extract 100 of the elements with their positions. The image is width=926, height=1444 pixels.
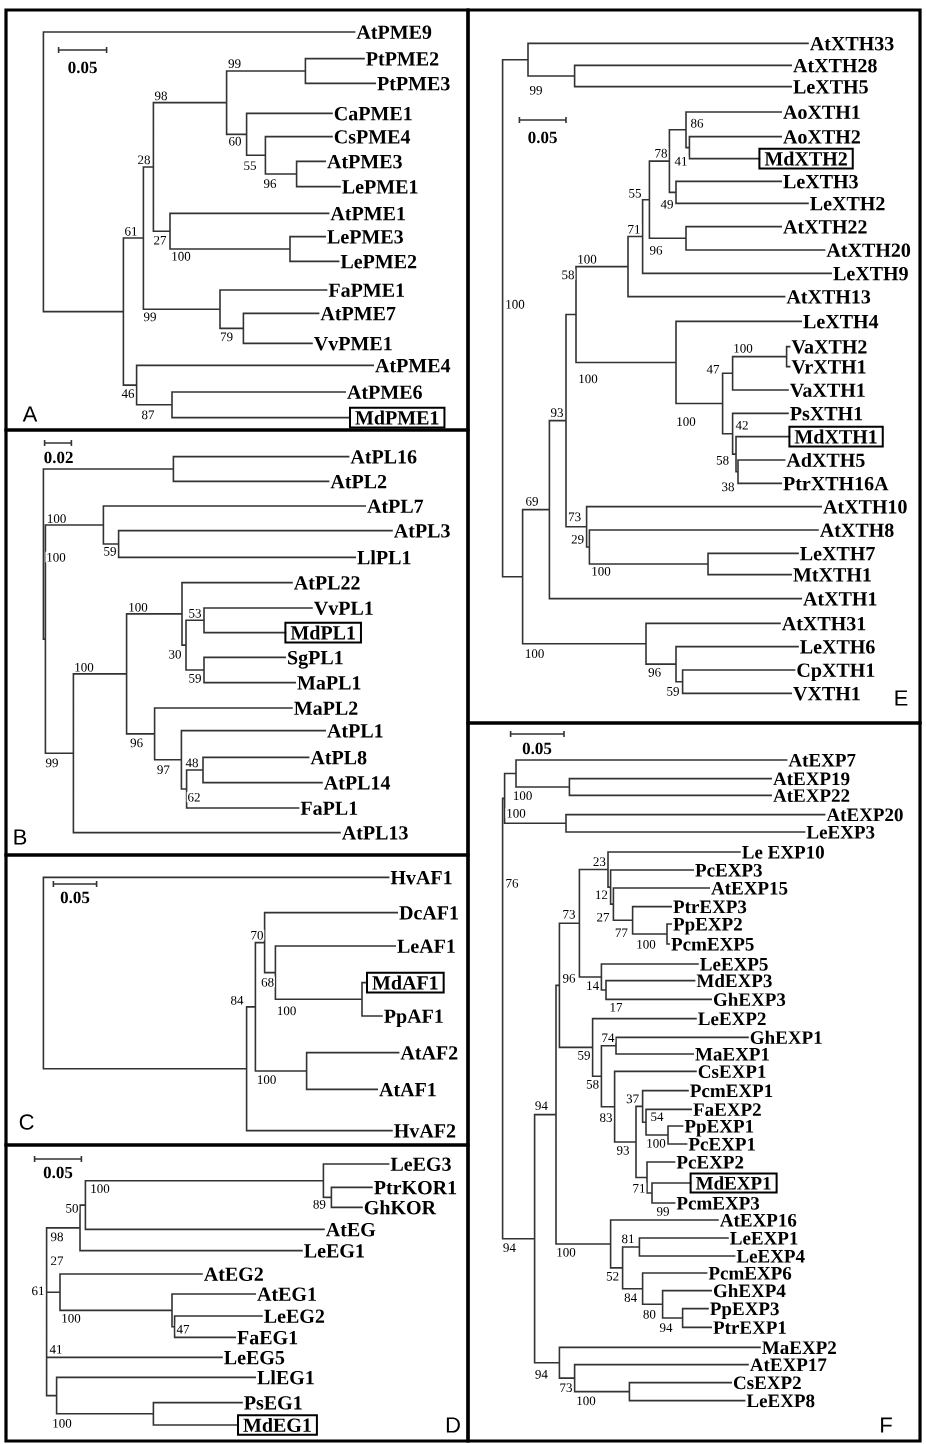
leaf-label: AtXTH33 bbox=[810, 36, 894, 51]
leaf-label: FaEG1 bbox=[237, 1331, 298, 1345]
leaf-label: GhEXP4 bbox=[713, 1283, 786, 1298]
leaf-label: LeEG5 bbox=[224, 1351, 285, 1365]
leaf-label: PtPME3 bbox=[377, 76, 450, 91]
leaf-label: FaPME1 bbox=[328, 283, 405, 297]
leaf-label: CaPME1 bbox=[334, 106, 412, 121]
leaf-label: LeEXP3 bbox=[806, 825, 875, 839]
leaf-label: LeXTH2 bbox=[810, 196, 885, 211]
leaf-label: AtEG bbox=[326, 1223, 376, 1237]
leaf-label: PcmEXP6 bbox=[708, 1266, 792, 1280]
leaf-label: CpXTH1 bbox=[797, 663, 875, 682]
outlined-label: MdEG1 bbox=[237, 1414, 318, 1436]
leaf-label: MaPL1 bbox=[297, 676, 361, 690]
leaf-label: DcAF1 bbox=[399, 906, 458, 920]
leaf-label: LeXTH9 bbox=[833, 266, 908, 281]
leaf-label: AtXTH28 bbox=[793, 58, 877, 73]
leaf-label: AtXTH1 bbox=[803, 592, 877, 606]
scale-label: 0.05 bbox=[43, 1166, 73, 1179]
outlined-label: MdXTH2 bbox=[758, 147, 854, 170]
leaf-label: LeXTH7 bbox=[800, 547, 875, 561]
leaf-label: AtPL3 bbox=[394, 524, 450, 538]
leaf-label: AtXTH31 bbox=[782, 616, 866, 631]
leaf-label: LeEXP2 bbox=[698, 1012, 766, 1026]
outlined-label: MdPL1 bbox=[284, 621, 362, 644]
leaf-label: AtPME7 bbox=[320, 307, 396, 321]
leaf-label: LeEXP5 bbox=[700, 958, 768, 971]
leaf-label: AtXTH20 bbox=[826, 243, 911, 257]
leaf-label: FaEXP2 bbox=[693, 1103, 761, 1117]
leaf-label: LeAF1 bbox=[397, 939, 455, 953]
leaf-label: AtEXP7 bbox=[788, 753, 856, 767]
leaf-label: PtPME2 bbox=[366, 52, 439, 66]
leaf-label: Le EXP10 bbox=[742, 845, 824, 859]
leaf-label: LlPL1 bbox=[357, 550, 411, 565]
leaf-label: AtPME9 bbox=[356, 25, 432, 39]
leaf-label: AtEXP16 bbox=[720, 1213, 797, 1227]
leaf-label: AtXTH22 bbox=[783, 220, 867, 234]
leaf-label: LlEG1 bbox=[257, 1370, 314, 1385]
leaf-label: LeEG2 bbox=[264, 1309, 325, 1323]
leaf-label: LeXTH5 bbox=[793, 80, 868, 94]
leaf-label: MaPL2 bbox=[294, 701, 358, 715]
outlined-label: MdAF1 bbox=[366, 971, 445, 994]
leaf-label: FaPL1 bbox=[300, 801, 358, 815]
leaf-label: AtPL1 bbox=[327, 724, 383, 738]
leaf-label: MaEXP1 bbox=[695, 1047, 769, 1061]
leaf-label: CsPME4 bbox=[334, 130, 411, 144]
leaf-label: PcmEXP5 bbox=[671, 938, 754, 951]
leaf-label: GhEXP1 bbox=[750, 1030, 822, 1045]
leaf-label: PpEXP1 bbox=[684, 1119, 754, 1137]
leaf-label: AtEXP20 bbox=[826, 808, 903, 822]
leaf-label: PcmEXP1 bbox=[690, 1084, 773, 1098]
leaf-label: AtXTH8 bbox=[820, 523, 894, 537]
leaf-label: LeXTH6 bbox=[800, 640, 875, 654]
outlined-label: MdEXP1 bbox=[689, 1172, 778, 1194]
leaf-label: PcEXP2 bbox=[676, 1155, 744, 1169]
leaf-label: VaXTH2 bbox=[791, 340, 867, 354]
leaf-label: LeXTH4 bbox=[803, 315, 879, 329]
leaf-label: AtPME1 bbox=[330, 207, 405, 221]
leaf-label: AtXTH13 bbox=[786, 290, 871, 304]
leaf-label: LeEG1 bbox=[304, 1244, 364, 1258]
leaf-label: LeEXP8 bbox=[746, 1394, 815, 1408]
leaf-label: VvPME1 bbox=[314, 337, 392, 351]
leaf-label: AtEG2 bbox=[204, 1267, 263, 1281]
leaf-label: PtrXTH16A bbox=[783, 476, 889, 491]
leaf-label: CsEXP2 bbox=[733, 1376, 801, 1390]
leaf-label: PpEXP2 bbox=[673, 917, 742, 935]
leaf-label: AtAF1 bbox=[379, 1083, 436, 1097]
leaf-label: HvAF2 bbox=[394, 1124, 456, 1138]
leaf-label: MtXTH1 bbox=[793, 568, 871, 582]
leaf-label: MdEXP3 bbox=[696, 973, 772, 988]
leaf-label: LePME2 bbox=[340, 254, 417, 269]
leaf-label: AtEG1 bbox=[257, 1287, 316, 1301]
leaf-label: AtPL16 bbox=[350, 450, 417, 464]
leaf-label: PpEXP3 bbox=[710, 1302, 779, 1320]
leaf-label: PcEXP3 bbox=[695, 863, 762, 877]
scale-label: 0.05 bbox=[60, 891, 90, 904]
leaf-label: AtEXP19 bbox=[773, 772, 850, 786]
leaf-label: AtPL7 bbox=[367, 499, 424, 513]
leaf-label: AoXTH1 bbox=[783, 105, 860, 119]
leaf-label: LeEXP4 bbox=[736, 1249, 805, 1263]
leaf-label: AtPL2 bbox=[330, 474, 387, 489]
leaf-label: PcEXP1 bbox=[688, 1137, 755, 1151]
leaf-label: AtPME3 bbox=[327, 154, 402, 169]
leaf-label: AtAF2 bbox=[400, 1046, 458, 1060]
leaf-label: AtPL8 bbox=[310, 750, 367, 765]
leaf-label: GhEXP3 bbox=[713, 992, 786, 1007]
outlined-label: MdPME1 bbox=[349, 406, 446, 429]
leaf-label: AtPME4 bbox=[375, 359, 451, 373]
leaf-label: AtEXP17 bbox=[750, 1358, 827, 1372]
leaf-label: VrXTH1 bbox=[791, 360, 866, 374]
scale-label: 0.05 bbox=[522, 742, 552, 755]
leaf-label: LePME3 bbox=[327, 230, 403, 244]
leaf-label: LeEXP1 bbox=[730, 1231, 798, 1245]
leaf-label: LePME1 bbox=[342, 180, 418, 194]
leaf-label: AtEXP22 bbox=[773, 789, 850, 803]
outlined-label: MdXTH1 bbox=[788, 425, 884, 448]
scale-label: 0.05 bbox=[528, 131, 557, 144]
leaf-label: AtPL14 bbox=[324, 776, 391, 790]
leaf-label: AtPL13 bbox=[342, 826, 408, 840]
scale-label: 0.02 bbox=[44, 451, 73, 464]
